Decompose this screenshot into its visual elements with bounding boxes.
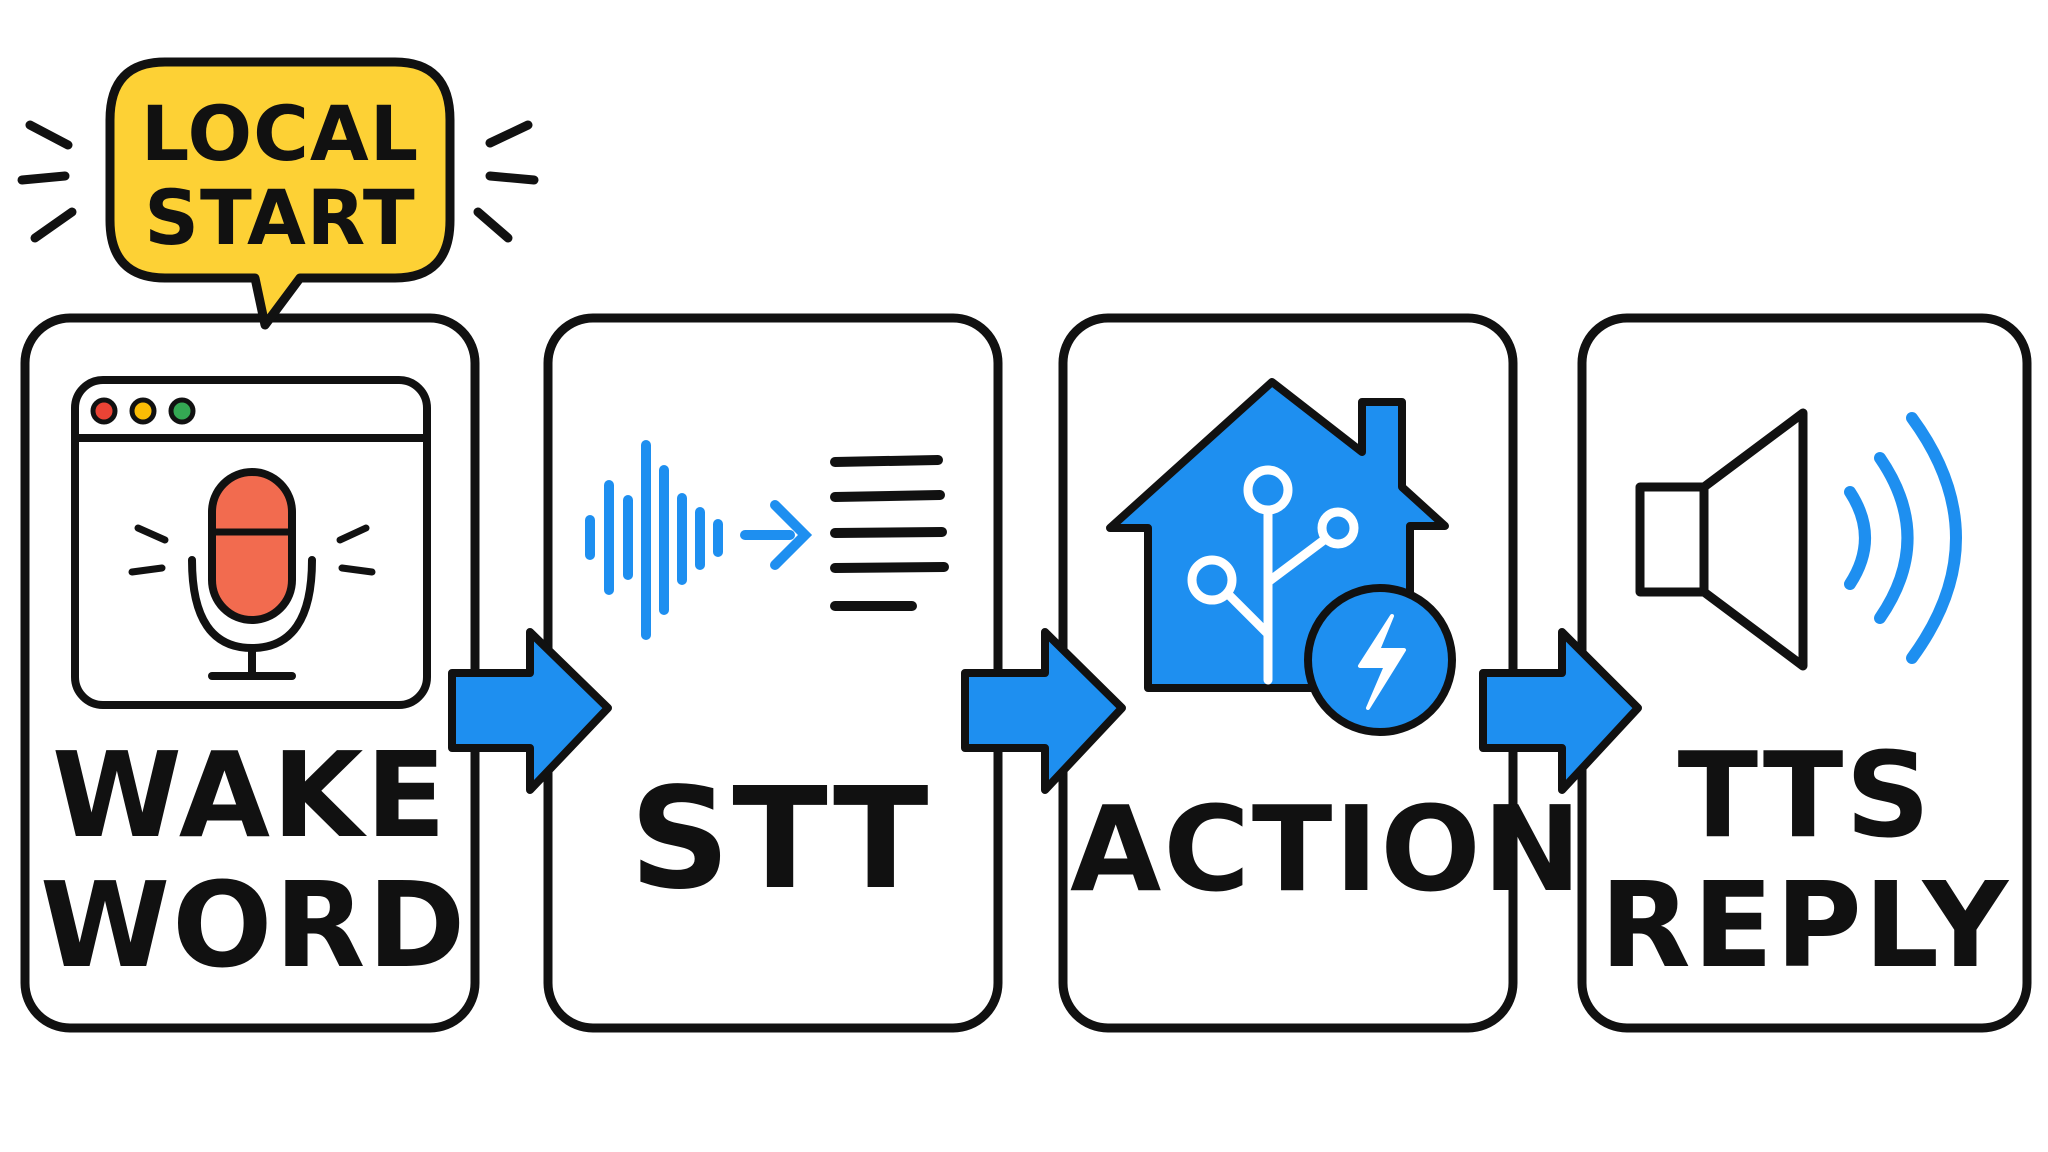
callout-line-1: LOCAL: [140, 89, 420, 178]
arrow-icon: [1479, 628, 1642, 794]
step-card-stt: [543, 313, 1003, 1033]
step-label-tts-reply: TTS REPLY: [1590, 730, 2020, 990]
callout-bubble: [105, 57, 455, 330]
waveform-to-text-icon: [585, 440, 949, 640]
step-label-line-1: TTS: [1677, 726, 1933, 864]
step-label-line-1: ACTION: [1070, 780, 1584, 918]
arrow-icon: [448, 628, 612, 794]
arrow-icon: [961, 628, 1126, 794]
step-label-line-1: STT: [629, 758, 931, 921]
step-label-line-1: WAKE: [51, 726, 449, 864]
step-label-wake-word: WAKE WORD: [40, 726, 468, 994]
callout-text: LOCAL START: [130, 92, 430, 260]
speaker-icon: [1635, 408, 1962, 671]
microphone-window-icon: [71, 376, 431, 709]
callout-line-2: START: [144, 173, 416, 262]
step-label-line-2: REPLY: [1599, 856, 2011, 994]
step-label-line-2: WORD: [40, 856, 468, 994]
step-label-stt: STT: [560, 770, 1000, 910]
step-label-action: ACTION: [1070, 780, 1584, 918]
smart-home-icon: [1106, 378, 1456, 736]
burst-lines-icon: [17, 120, 539, 243]
